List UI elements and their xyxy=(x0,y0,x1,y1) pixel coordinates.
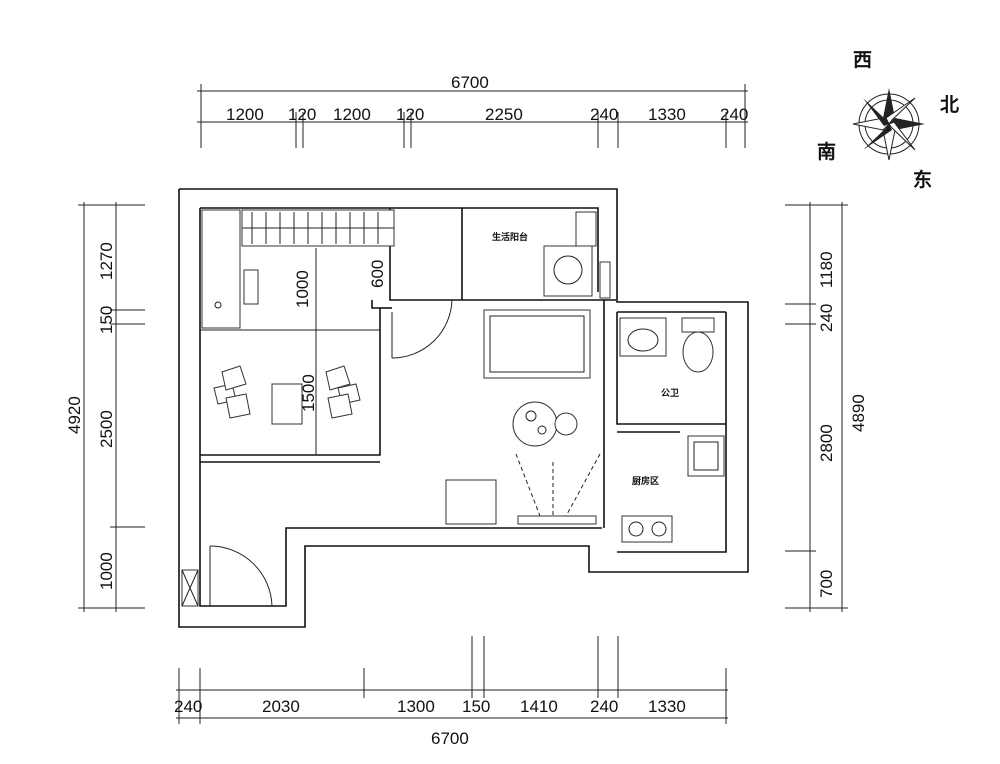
right-total-dim: 4890 xyxy=(849,394,868,432)
balcony-window xyxy=(599,261,611,299)
bed-width-dim: 1500 xyxy=(299,374,318,412)
dining-table xyxy=(512,401,578,447)
pillows-right xyxy=(325,365,361,419)
sofa xyxy=(483,309,591,379)
side-cabinet xyxy=(445,479,497,525)
bottom-dimension-lines xyxy=(176,636,728,724)
wardrobe xyxy=(241,209,395,247)
left-total-dim: 4920 xyxy=(65,396,84,434)
nightstand xyxy=(271,383,303,425)
right-dim-1: 1180 xyxy=(817,251,836,288)
bathroom-sink xyxy=(619,317,667,357)
right-dim-4: 700 xyxy=(817,570,836,598)
left-dim-3: 2500 xyxy=(97,410,116,448)
balcony-sink xyxy=(575,211,597,247)
left-dim-4: 1000 xyxy=(97,552,116,590)
tv-view-lines xyxy=(515,453,601,517)
top-dim-3: 1200 xyxy=(333,105,371,124)
desk xyxy=(201,209,241,329)
left-dim-2: 150 xyxy=(97,306,116,334)
top-dimension-lines xyxy=(197,84,748,148)
compass-south-label: 南 xyxy=(817,141,836,163)
bottom-dim-4: 150 xyxy=(462,697,490,716)
bedroom-door xyxy=(391,299,453,359)
top-dim-2: 120 xyxy=(288,105,316,124)
bottom-dim-1: 240 xyxy=(174,697,202,716)
kitchen-sink xyxy=(687,435,725,477)
exterior-walls xyxy=(178,188,749,628)
top-dim-8: 240 xyxy=(720,105,748,124)
cabinet-depth-dim: 600 xyxy=(368,260,387,288)
top-dim-1: 1200 xyxy=(226,105,264,124)
chair xyxy=(243,269,259,305)
shoe-cabinet xyxy=(181,569,199,607)
kitchen-label: 厨房区 xyxy=(632,475,659,487)
entrance-door xyxy=(209,545,273,607)
compass-east-label: 东 xyxy=(913,168,932,191)
gas-stove xyxy=(621,515,673,543)
bottom-dim-3: 1300 xyxy=(397,697,435,716)
bottom-total-dim: 6700 xyxy=(431,729,469,748)
compass-rose-icon xyxy=(852,88,925,161)
top-total-dim: 6700 xyxy=(451,73,489,92)
top-dim-4: 120 xyxy=(396,105,424,124)
top-dim-5: 2250 xyxy=(485,105,523,124)
bathroom-label: 公卫 xyxy=(661,388,679,399)
right-dim-2: 240 xyxy=(817,304,836,332)
balcony-label: 生活阳台 xyxy=(492,231,528,243)
right-dimension-lines xyxy=(785,202,848,612)
bottom-dim-5: 1410 xyxy=(520,697,558,716)
left-dimension-lines xyxy=(78,202,145,612)
toilet xyxy=(681,317,715,373)
bottom-dim-7: 1330 xyxy=(648,697,686,716)
bottom-dim-2: 2030 xyxy=(262,697,300,716)
tv-stand xyxy=(517,515,597,525)
bottom-dim-6: 240 xyxy=(590,697,618,716)
compass-north-label: 北 xyxy=(940,94,959,116)
top-dim-7: 1330 xyxy=(648,105,686,124)
top-dim-6: 240 xyxy=(590,105,618,124)
washing-machine xyxy=(543,245,593,297)
wardrobe-hangers xyxy=(251,212,379,244)
desk-depth-dim: 1000 xyxy=(293,270,312,308)
compass-west-label: 西 xyxy=(853,49,872,71)
interior-walls xyxy=(200,208,726,528)
pillows-left xyxy=(213,365,251,419)
right-dim-3: 2800 xyxy=(817,424,836,462)
left-dim-1: 1270 xyxy=(97,242,116,280)
